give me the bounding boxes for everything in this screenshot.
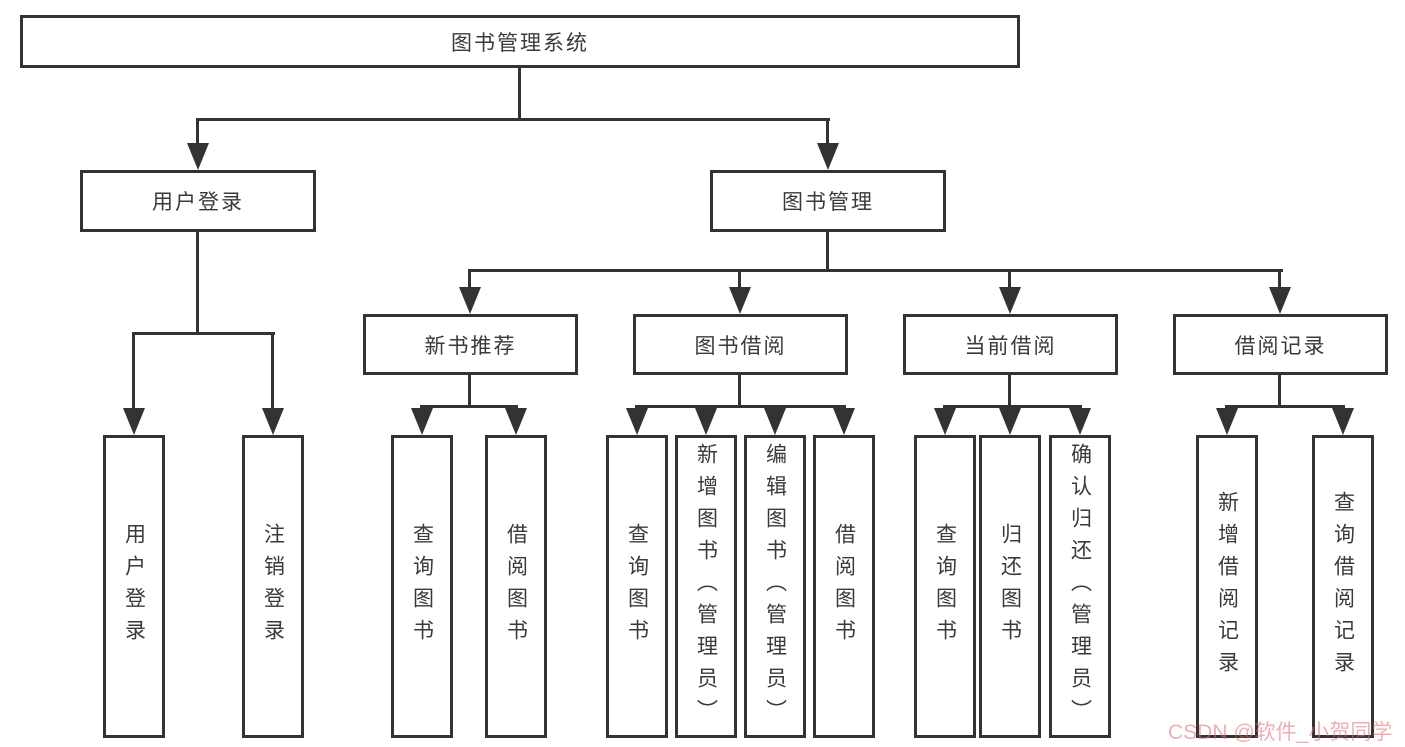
node-label: 图书借阅 (694, 334, 787, 358)
connector-stem (271, 332, 274, 410)
leaf-label: 新增图书（管理员） (694, 442, 718, 731)
node-new-book-recommend: 新书推荐 (363, 314, 578, 375)
leaf-label: 确认归还（管理员） (1068, 442, 1092, 731)
node-book-management: 图书管理 (710, 170, 946, 232)
leaf-query-books-2: 查询图书 (606, 435, 668, 738)
connector-hline (1225, 405, 1345, 408)
node-book-borrowing: 图书借阅 (633, 314, 848, 375)
connector-hline (420, 405, 518, 408)
node-user-login: 用户登录 (80, 170, 316, 232)
arrowhead-down-icon (1332, 408, 1354, 435)
connector-stem (1008, 269, 1011, 291)
leaf-label: 查询图书 (933, 522, 957, 651)
node-label: 新书推荐 (424, 334, 517, 358)
arrowhead-down-icon (459, 287, 481, 314)
csdn-watermark: CSDN @软件_小贺同学 (1168, 721, 1393, 744)
connector-hline (635, 405, 846, 408)
leaf-add-books-admin: 新增图书（管理员） (675, 435, 737, 738)
leaf-borrow-books-1: 借阅图书 (485, 435, 547, 738)
leaf-label: 查询图书 (410, 522, 434, 651)
arrowhead-down-icon (1269, 287, 1291, 314)
leaf-label: 查询借阅记录 (1331, 490, 1355, 683)
connector-stem (132, 332, 135, 410)
node-label: 借阅记录 (1234, 334, 1327, 358)
connector-vline (738, 373, 741, 407)
node-label: 图书管理系统 (451, 31, 589, 55)
arrowhead-down-icon (695, 408, 717, 435)
connector-vline (1278, 373, 1281, 407)
leaf-logout: 注销登录 (242, 435, 304, 738)
connector-vline (1008, 373, 1011, 407)
connector-stem (1278, 269, 1281, 291)
connector-login-vline (196, 232, 199, 335)
leaf-label: 借阅图书 (832, 522, 856, 651)
leaf-return-books: 归还图书 (979, 435, 1041, 738)
arrowhead-down-icon (411, 408, 433, 435)
leaf-add-borrow-record: 新增借阅记录 (1196, 435, 1258, 738)
leaf-edit-books-admin: 编辑图书（管理员） (744, 435, 806, 738)
leaf-label: 归还图书 (998, 522, 1022, 651)
leaf-query-books-1: 查询图书 (391, 435, 453, 738)
connector-hline (943, 405, 1082, 408)
arrowhead-down-icon (187, 143, 209, 170)
arrowhead-down-icon (1069, 408, 1091, 435)
leaf-label: 借阅图书 (504, 522, 528, 651)
leaf-label: 用户登录 (122, 522, 146, 651)
node-current-borrowing: 当前借阅 (903, 314, 1118, 375)
connector-mgmt-hline (469, 269, 1283, 272)
leaf-confirm-return-admin: 确认归还（管理员） (1049, 435, 1111, 738)
leaf-label: 编辑图书（管理员） (763, 442, 787, 731)
arrowhead-down-icon (833, 408, 855, 435)
connector-mgmt-vline (826, 232, 829, 272)
arrowhead-down-icon (729, 287, 751, 314)
connector-root-vline (518, 66, 521, 120)
leaf-label: 新增借阅记录 (1215, 490, 1239, 683)
connector-login-hline (132, 332, 275, 335)
leaf-label: 查询图书 (625, 522, 649, 651)
arrowhead-down-icon (505, 408, 527, 435)
connector-stem (826, 118, 829, 146)
connector-root-hline (196, 118, 830, 121)
node-label: 图书管理 (782, 191, 874, 214)
node-label: 当前借阅 (964, 334, 1057, 358)
connector-stem (738, 269, 741, 291)
leaf-label: 注销登录 (261, 522, 285, 651)
leaf-query-books-3: 查询图书 (914, 435, 976, 738)
arrowhead-down-icon (999, 408, 1021, 435)
connector-stem (196, 118, 199, 146)
arrowhead-down-icon (817, 143, 839, 170)
arrowhead-down-icon (934, 408, 956, 435)
node-label: 用户登录 (152, 191, 244, 214)
node-borrow-records: 借阅记录 (1173, 314, 1388, 375)
arrowhead-down-icon (764, 408, 786, 435)
leaf-user-login: 用户登录 (103, 435, 165, 738)
connector-stem (468, 269, 471, 291)
arrowhead-down-icon (1216, 408, 1238, 435)
node-root-library-system: 图书管理系统 (20, 15, 1020, 68)
arrowhead-down-icon (123, 408, 145, 435)
leaf-query-borrow-record: 查询借阅记录 (1312, 435, 1374, 738)
leaf-borrow-books-2: 借阅图书 (813, 435, 875, 738)
arrowhead-down-icon (262, 408, 284, 435)
arrowhead-down-icon (626, 408, 648, 435)
arrowhead-down-icon (999, 287, 1021, 314)
connector-vline (468, 373, 471, 407)
